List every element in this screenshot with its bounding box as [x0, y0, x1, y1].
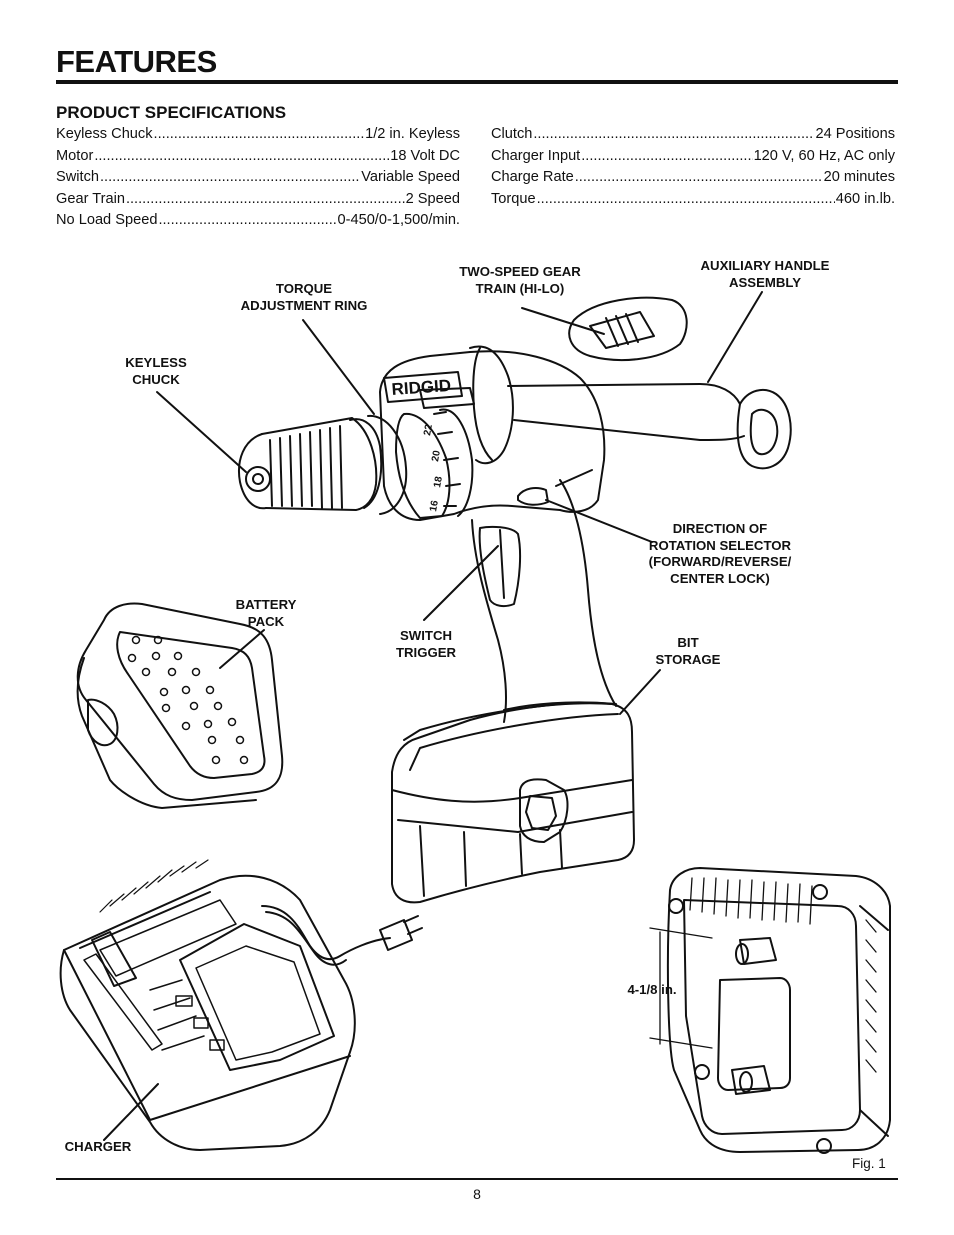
specs-right-column: Clutch 24 Positions Charger Input 120 V, 6…	[491, 124, 895, 210]
callout-bit-storage: BIT STORAGE	[655, 635, 721, 667]
auxiliary-handle	[469, 345, 792, 470]
spec-label: Charge Rate	[491, 169, 574, 186]
charger-illustration	[59, 859, 423, 1151]
keyless-chuck	[238, 414, 408, 515]
clutch-number: 18	[432, 475, 445, 488]
figure-label: Fig. 1	[852, 1156, 886, 1171]
spec-row: Charge Rate 20 minutes	[491, 167, 895, 189]
spec-value: 1/2 in. Keyless	[365, 126, 460, 142]
spec-label: Clutch	[491, 126, 533, 142]
spec-value: 24 Positions	[815, 126, 895, 142]
spec-label: Motor	[56, 147, 94, 164]
spec-label: Switch	[56, 169, 99, 186]
spec-value: Variable Speed	[361, 169, 460, 186]
spec-row: Switch Variable Speed	[56, 167, 460, 189]
spec-row: Torque 460 in.lb.	[491, 189, 895, 211]
spec-label: No Load Speed	[56, 212, 158, 229]
drill-battery-base	[391, 701, 635, 904]
spec-row: Keyless Chuck 1/2 in. Keyless	[56, 124, 460, 146]
page-title: FEATURES	[56, 44, 217, 79]
spec-label: Gear Train	[56, 190, 125, 207]
spec-value: 0-450/0-1,500/min.	[337, 212, 460, 229]
battery-pack-illustration	[76, 602, 284, 809]
spec-value: 20 minutes	[823, 169, 895, 186]
top-rule	[56, 80, 898, 84]
spec-row: Clutch 24 Positions	[491, 124, 895, 146]
brand-logo: RIDGID	[383, 371, 463, 403]
charger-underside-illustration	[649, 867, 891, 1154]
battery-contacts	[127, 635, 249, 765]
page-number: 8	[473, 1186, 481, 1202]
spec-label: Charger Input	[491, 147, 581, 164]
clutch-number: 16	[428, 499, 441, 512]
spec-row: Charger Input 120 V, 60 Hz, AC only	[491, 146, 895, 168]
callout-keyless-chuck: KEYLESS CHUCK	[125, 355, 187, 387]
dimension-label: 4-1/8 in.	[627, 982, 677, 997]
specs-heading: PRODUCT SPECIFICATIONS	[56, 103, 287, 122]
spec-value: 2 Speed	[405, 190, 460, 207]
torque-adjustment-ring: 22 20 18 16	[395, 408, 474, 519]
drill-illustration: RIDGID 22 20 18 16	[238, 296, 792, 904]
callout-direction: DIRECTION OF ROTATION SELECTOR (FORWARD/…	[648, 521, 792, 586]
callout-charger: CHARGER	[64, 1139, 132, 1154]
spec-label: Keyless Chuck	[56, 126, 153, 142]
callout-battery-pack: BATTERY PACK	[235, 597, 297, 629]
spec-value: 18 Volt DC	[390, 147, 460, 164]
callout-two-speed: TWO-SPEED GEAR TRAIN (HI-LO)	[459, 264, 581, 296]
spec-value: 460 in.lb.	[835, 190, 895, 207]
brand-logo-text: RIDGID	[391, 376, 452, 399]
clutch-number: 20	[430, 449, 443, 462]
clutch-number: 22	[422, 423, 435, 436]
bottom-rule	[56, 1178, 898, 1180]
spec-row: No Load Speed 0-450/0-1,500/min.	[56, 210, 460, 232]
callout-aux-handle: AUXILIARY HANDLE ASSEMBLY	[700, 258, 830, 290]
spec-value: 120 V, 60 Hz, AC only	[753, 147, 895, 164]
callout-torque-ring: TORQUE ADJUSTMENT RING	[240, 281, 368, 313]
spec-row: Motor 18 Volt DC	[56, 146, 460, 168]
specs-left-column: Keyless Chuck 1/2 in. Keyless Motor 18 Vol…	[56, 124, 460, 232]
spec-row: Gear Train 2 Speed	[56, 189, 460, 211]
callout-switch-trigger: SWITCH TRIGGER	[395, 628, 457, 660]
drill-handle	[471, 479, 617, 723]
spec-label: Torque	[491, 190, 536, 207]
callout-leaders	[103, 291, 763, 1141]
two-speed-switch	[568, 296, 688, 361]
